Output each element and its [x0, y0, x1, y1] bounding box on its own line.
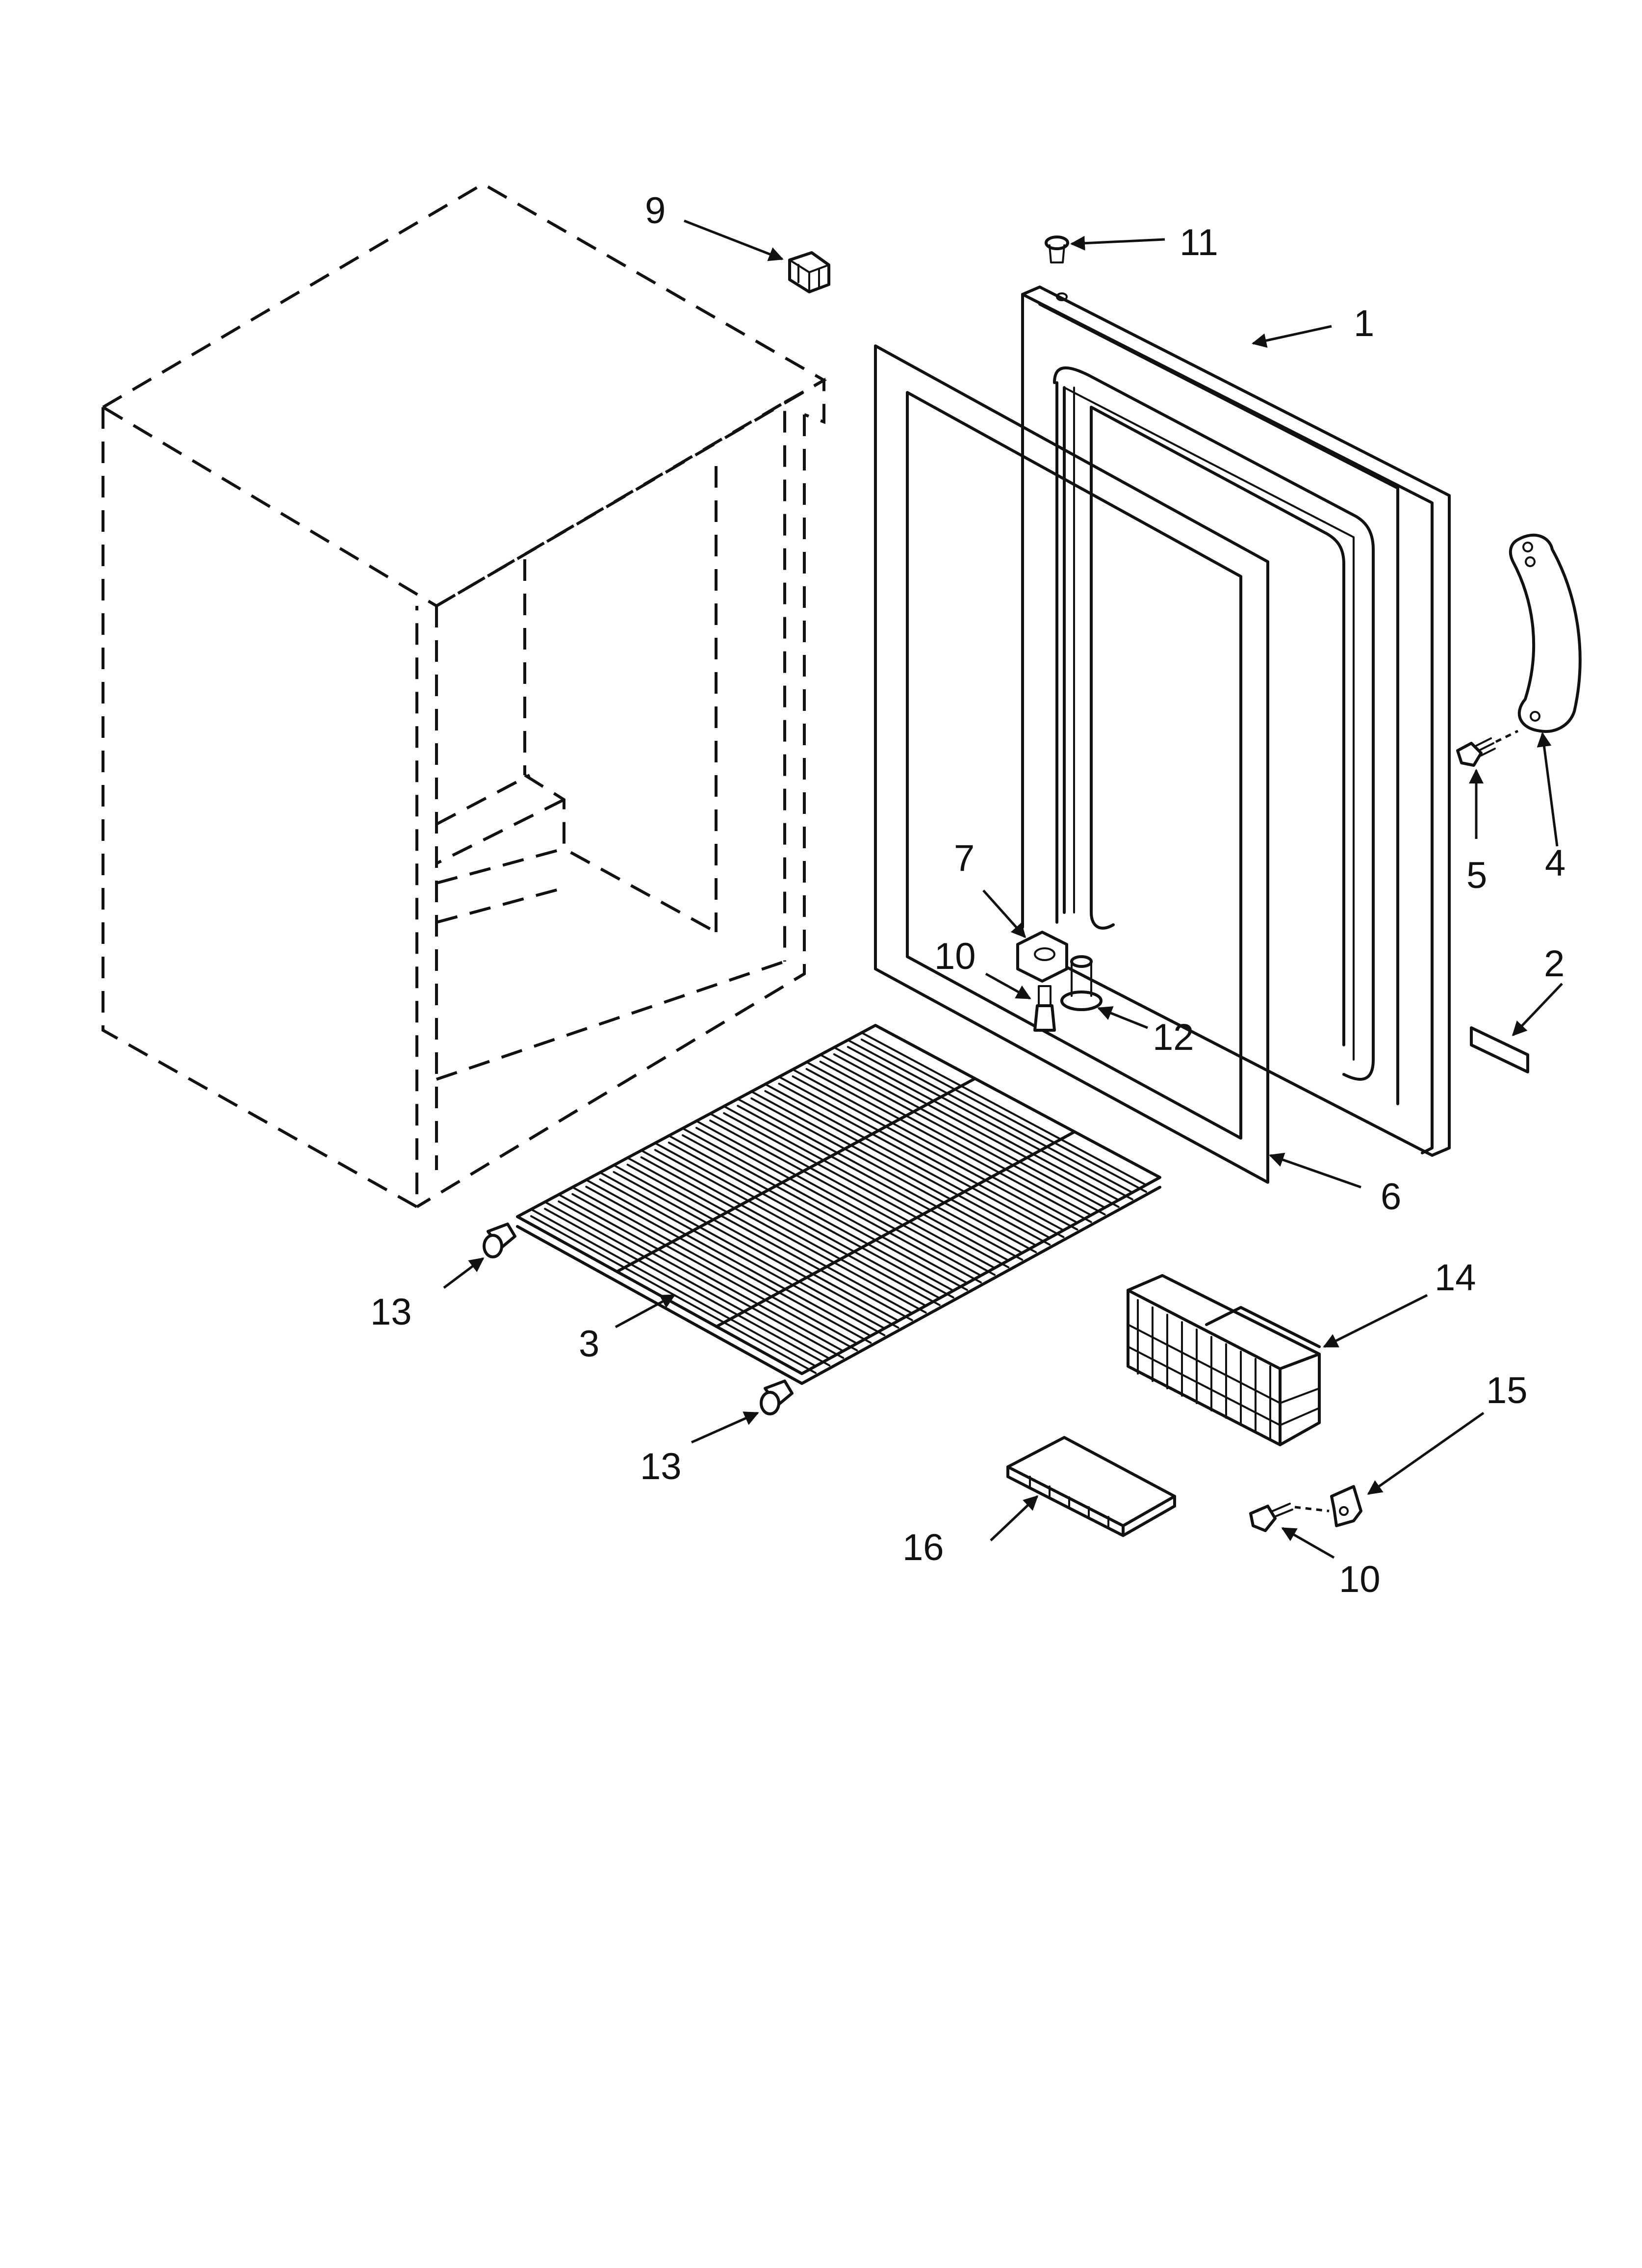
shelf-wire-shadow [654, 1149, 941, 1306]
shelf-wire [723, 1105, 1010, 1262]
shelf-wire-shadow [695, 1127, 982, 1283]
shelf-wire [833, 1046, 1120, 1201]
callout-4[interactable]: 4 [1545, 842, 1565, 884]
shelf-wire [585, 1179, 872, 1337]
shelf-wire [860, 1032, 1147, 1186]
tray-part-16[interactable] [1006, 1436, 1176, 1537]
shelf-wire [681, 1127, 968, 1284]
callout-13-right[interactable]: 13 [640, 1446, 682, 1487]
hinge-pin-part-12[interactable] [1060, 955, 1103, 1011]
shelf-wire-shadow [626, 1164, 913, 1321]
shelf-wire [737, 1098, 1024, 1254]
shelf-wire [530, 1208, 817, 1367]
shelf-wire [599, 1172, 886, 1330]
shelf-wire [709, 1113, 996, 1269]
handle-part-4[interactable] [1509, 533, 1582, 733]
shelf-wire [792, 1069, 1078, 1224]
shelf-wire-shadow [571, 1193, 858, 1352]
callout-3[interactable]: 3 [579, 1323, 599, 1365]
shelf-wire-shadow [819, 1061, 1106, 1216]
shelf-wire-shadow [792, 1075, 1078, 1231]
shelf-wire-shadow [764, 1090, 1051, 1246]
shelf-wire [613, 1164, 899, 1322]
callout-10-top[interactable]: 10 [934, 936, 976, 977]
shelf-wire-shadow [681, 1134, 968, 1291]
shelf-wire [667, 1135, 954, 1292]
shelf-part-3[interactable] [516, 1024, 1161, 1385]
shelf-wire [640, 1149, 927, 1307]
cabinet-outline [100, 182, 827, 1210]
bracket-part-15[interactable] [1330, 1485, 1362, 1527]
shelf-wire-shadow [544, 1208, 831, 1367]
shelf-wire [778, 1076, 1065, 1231]
shelf-wire-shadow [805, 1068, 1092, 1223]
shelf-wire-shadow [833, 1053, 1120, 1208]
shelf-wire-shadow [860, 1039, 1147, 1193]
shelf-wire [695, 1120, 982, 1277]
shelf-support-part-13-left[interactable] [483, 1223, 516, 1258]
shelf-wire [847, 1039, 1133, 1194]
callout-9[interactable]: 9 [645, 190, 666, 232]
gasket-part-6[interactable] [874, 344, 1269, 1184]
shelf-cross-bar [715, 1130, 1076, 1328]
shelf-wire-shadow [737, 1105, 1024, 1261]
shelf-wire [571, 1186, 858, 1345]
shelf-wire-shadow [750, 1097, 1037, 1253]
leader-lines [443, 219, 1563, 1559]
callout-6[interactable]: 6 [1381, 1176, 1401, 1218]
callout-16[interactable]: 16 [902, 1527, 944, 1568]
callout-15[interactable]: 15 [1486, 1370, 1528, 1411]
shelf-wire [558, 1194, 845, 1352]
shelf-wires [530, 1032, 1147, 1374]
door-part-1[interactable] [1021, 286, 1451, 1157]
callouts: 1 2 3 4 5 6 7 9 10 10 11 12 13 13 14 15 … [370, 190, 1565, 1600]
callout-1[interactable]: 1 [1354, 303, 1374, 344]
shelf-wire-shadow [613, 1171, 899, 1329]
callout-2[interactable]: 2 [1544, 943, 1565, 985]
callout-11[interactable]: 11 [1180, 222, 1218, 263]
pin-part-11[interactable] [1045, 235, 1069, 301]
shelf-wire [544, 1201, 831, 1360]
shelf-wire-shadow [723, 1112, 1010, 1269]
shelf-wire-shadow [558, 1200, 845, 1359]
callout-13-left[interactable]: 13 [370, 1291, 412, 1333]
shelf-wire-shadow [640, 1156, 927, 1314]
shelf-wire [654, 1142, 941, 1300]
callout-5[interactable]: 5 [1466, 855, 1487, 896]
clip-part-9[interactable] [788, 251, 830, 293]
shelf-wire-shadow [847, 1046, 1133, 1200]
shelf-wire-shadow [599, 1178, 886, 1336]
shelf-wire [805, 1061, 1092, 1216]
bracket-part-7[interactable] [1016, 931, 1068, 983]
shelf-wire [764, 1083, 1051, 1239]
shelf-wire-shadow [667, 1142, 954, 1299]
shelf-wire [626, 1157, 913, 1314]
screw-part-5[interactable] [1456, 730, 1519, 767]
shelf-wire [819, 1054, 1106, 1209]
shelf-cross-bar [616, 1077, 976, 1273]
shelf-wire-shadow [709, 1120, 996, 1276]
shelf-support-part-13-right[interactable] [760, 1380, 794, 1415]
screw-part-10-bottom[interactable] [1249, 1503, 1330, 1532]
callout-14[interactable]: 14 [1435, 1257, 1476, 1299]
callout-7[interactable]: 7 [954, 837, 975, 879]
basket-part-14[interactable] [1127, 1274, 1321, 1446]
shelf-wire-shadow [778, 1083, 1065, 1238]
shelf-wire [750, 1091, 1037, 1247]
callout-12[interactable]: 12 [1153, 1017, 1194, 1058]
label-part-2[interactable] [1470, 1026, 1529, 1073]
shelf-wire-shadow [585, 1186, 872, 1344]
callout-10-bottom[interactable]: 10 [1339, 1559, 1381, 1600]
screw-part-10-top[interactable] [1033, 985, 1056, 1032]
